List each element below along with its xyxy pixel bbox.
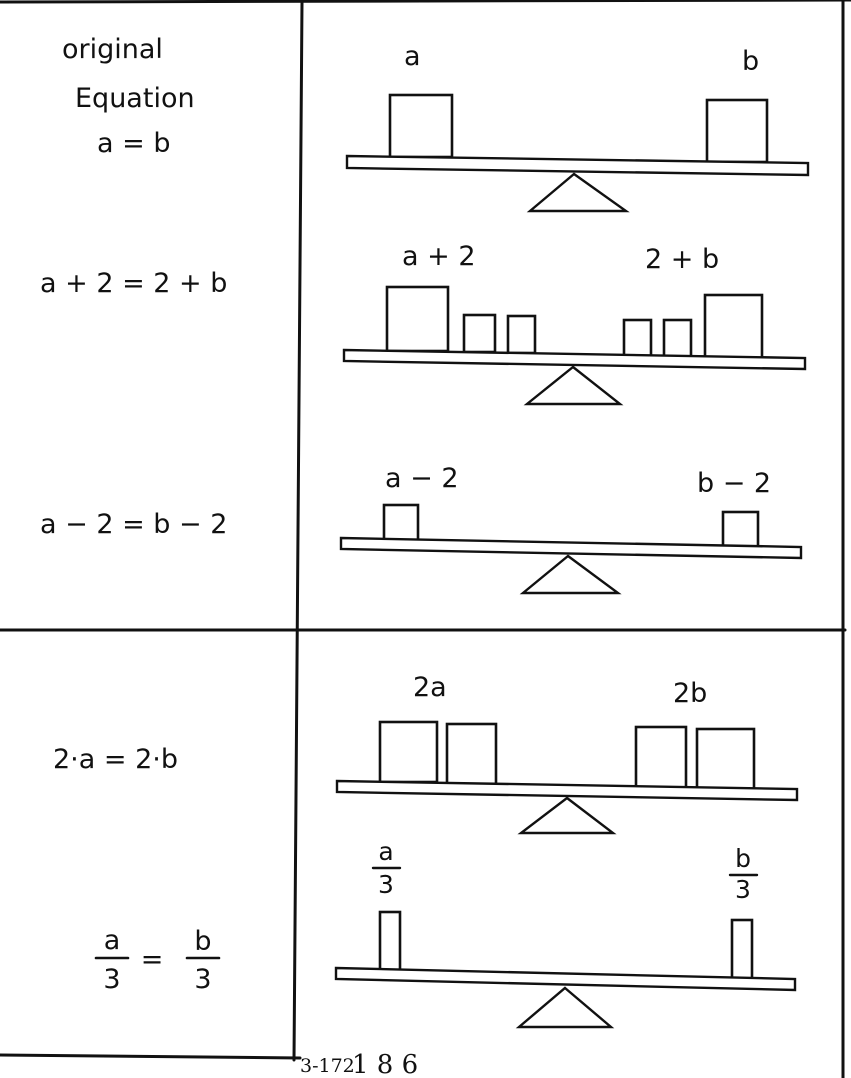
equation-left-numerator: a bbox=[104, 925, 121, 956]
label-right-b-over-3: b 3 bbox=[730, 844, 757, 904]
label-right-b-minus-2: b − 2 bbox=[697, 468, 771, 499]
weight-a-over-3 bbox=[380, 912, 400, 972]
equation-right-numerator: b bbox=[194, 926, 211, 957]
weight-unit bbox=[508, 316, 535, 353]
page-number-text: 3-172 bbox=[300, 1055, 355, 1077]
weight-b bbox=[707, 100, 767, 162]
weight-a bbox=[390, 95, 452, 157]
equation-heading-original: original bbox=[62, 34, 163, 65]
page-number: 3-172 1 8 6 bbox=[300, 1050, 418, 1078]
row-add-two: a + 2 = 2 + b a + 2 2 + b bbox=[40, 241, 805, 404]
weight-unit bbox=[464, 315, 495, 352]
label-right-numerator: b bbox=[735, 844, 751, 873]
weight-a bbox=[447, 724, 496, 784]
equation-a-equals-b: a = b bbox=[97, 128, 170, 159]
label-right-2-plus-b: 2 + b bbox=[645, 244, 719, 275]
row-multiply-two: 2·a = 2·b 2a 2b bbox=[53, 672, 797, 833]
label-right-b: b bbox=[742, 46, 759, 77]
fulcrum bbox=[530, 174, 626, 211]
equation-left-denominator: 3 bbox=[103, 964, 120, 995]
weight-b-over-3 bbox=[732, 920, 752, 982]
label-right-2b: 2b bbox=[673, 678, 707, 709]
equation-multiply-two: 2·a = 2·b bbox=[53, 744, 178, 775]
weight-a bbox=[387, 287, 448, 351]
weight-b-minus-2 bbox=[723, 512, 758, 547]
weight-b bbox=[636, 727, 686, 788]
label-left-numerator: a bbox=[378, 837, 393, 866]
label-left-a-plus-2: a + 2 bbox=[402, 241, 476, 272]
weight-b bbox=[697, 729, 754, 789]
fulcrum bbox=[519, 988, 611, 1027]
label-left-a: a bbox=[404, 41, 421, 72]
balance-beam bbox=[336, 968, 795, 990]
fulcrum bbox=[527, 367, 620, 404]
equation-equals: = bbox=[141, 944, 164, 975]
label-left-a-over-3: a 3 bbox=[373, 837, 400, 899]
weight-a-minus-2 bbox=[384, 505, 418, 540]
fulcrum bbox=[521, 798, 613, 833]
weight-unit bbox=[624, 320, 651, 356]
weight-a bbox=[380, 722, 437, 782]
row-original-equation: original Equation a = b a b bbox=[62, 34, 808, 211]
label-left-denominator: 3 bbox=[378, 870, 394, 899]
label-left-a-minus-2: a − 2 bbox=[385, 463, 459, 494]
label-left-2a: 2a bbox=[413, 672, 447, 703]
equation-subtract-two: a − 2 = b − 2 bbox=[40, 509, 227, 540]
equation-right-denominator: 3 bbox=[194, 964, 211, 995]
weight-b bbox=[705, 295, 762, 358]
row-subtract-two: a − 2 = b − 2 a − 2 b − 2 bbox=[40, 463, 801, 593]
page-stamp: 1 8 6 bbox=[352, 1050, 418, 1078]
equation-divide-three: a 3 = b 3 bbox=[96, 925, 219, 995]
weight-unit bbox=[664, 320, 691, 357]
equation-heading-equation: Equation bbox=[75, 83, 195, 114]
row-divide-three: a 3 = b 3 a 3 b 3 bbox=[96, 837, 795, 1027]
fulcrum bbox=[523, 556, 618, 593]
equation-add-two: a + 2 = 2 + b bbox=[40, 268, 227, 299]
label-right-denominator: 3 bbox=[735, 875, 751, 904]
